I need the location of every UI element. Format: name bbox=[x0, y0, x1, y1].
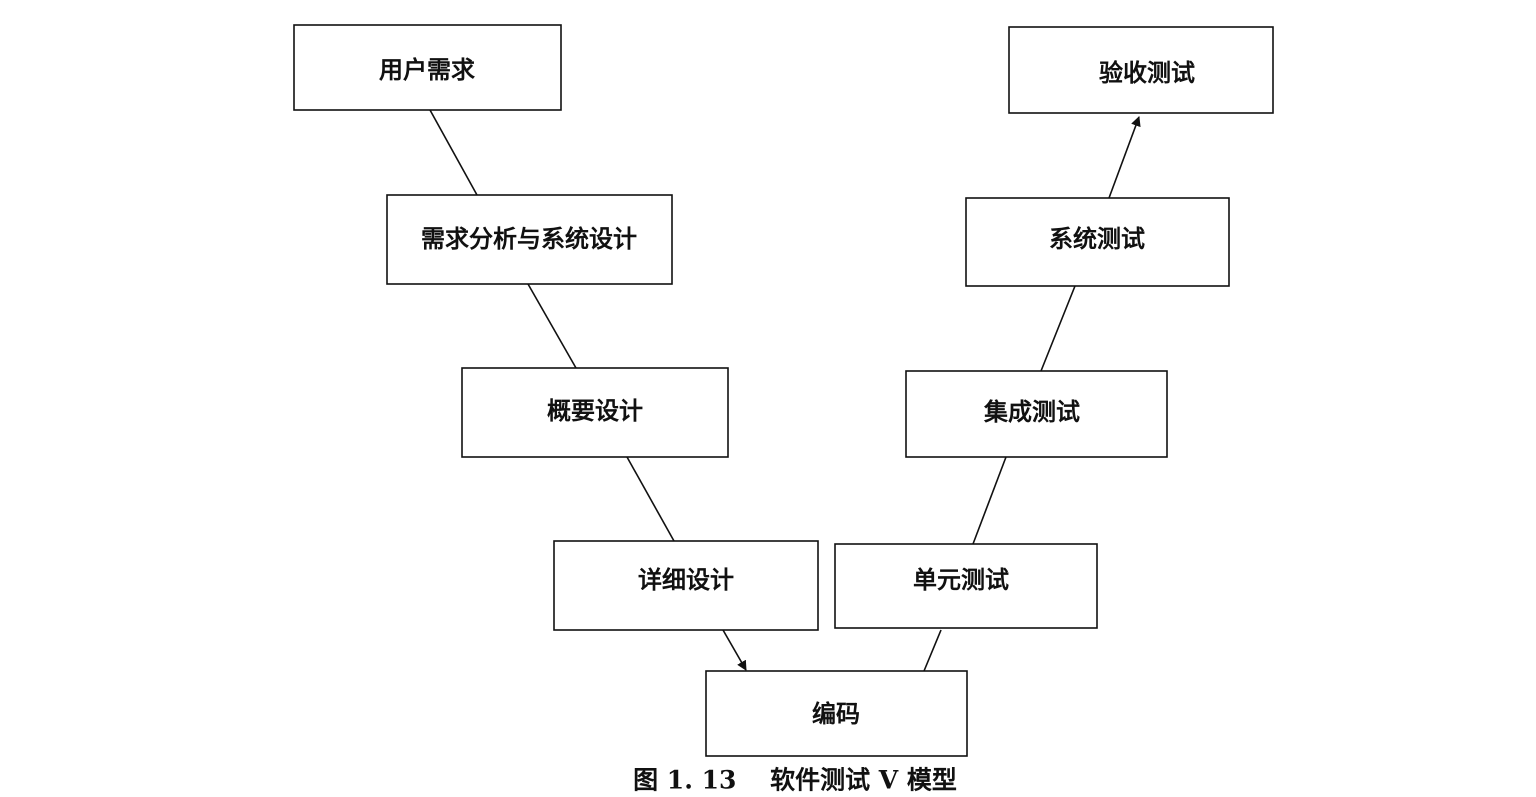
connector-integration-to-system bbox=[1040, 285, 1076, 372]
connector-outline-to-detailed bbox=[626, 456, 675, 542]
box-system-test-label: 系统测试 bbox=[1049, 225, 1145, 253]
box-detailed-design: 详细设计 bbox=[553, 540, 819, 631]
box-system-test: 系统测试 bbox=[965, 197, 1230, 287]
figure-caption: 图 1. 13 软件测试 V 模型 bbox=[633, 766, 957, 795]
box-coding-label: 编码 bbox=[812, 700, 860, 728]
box-outline-design-label: 概要设计 bbox=[547, 397, 643, 425]
box-user-requirements-label: 用户需求 bbox=[379, 56, 475, 84]
connector-unit-to-integration bbox=[972, 456, 1007, 545]
box-acceptance-test-label: 验收测试 bbox=[1099, 59, 1195, 87]
box-unit-test: 单元测试 bbox=[834, 543, 1098, 629]
box-integration-test: 集成测试 bbox=[905, 370, 1168, 458]
box-outline-design: 概要设计 bbox=[461, 367, 729, 458]
box-integration-test-label: 集成测试 bbox=[983, 398, 1080, 426]
box-acceptance-test: 验收测试 bbox=[1008, 26, 1274, 114]
box-detailed-design-label: 详细设计 bbox=[638, 566, 734, 594]
box-requirements-analysis: 需求分析与系统设计 bbox=[386, 194, 673, 285]
connector-analysis-to-outline bbox=[527, 283, 577, 369]
connector-system-to-acceptance bbox=[1108, 116, 1141, 199]
box-requirements-analysis-label: 需求分析与系统设计 bbox=[421, 225, 637, 253]
box-coding: 编码 bbox=[705, 670, 968, 757]
connector-user-req-to-analysis bbox=[429, 109, 478, 196]
connector-coding-to-unit bbox=[923, 629, 942, 672]
connector-detailed-to-coding bbox=[722, 629, 747, 671]
box-unit-test-label: 单元测试 bbox=[913, 566, 1009, 594]
box-user-requirements: 用户需求 bbox=[293, 24, 562, 111]
